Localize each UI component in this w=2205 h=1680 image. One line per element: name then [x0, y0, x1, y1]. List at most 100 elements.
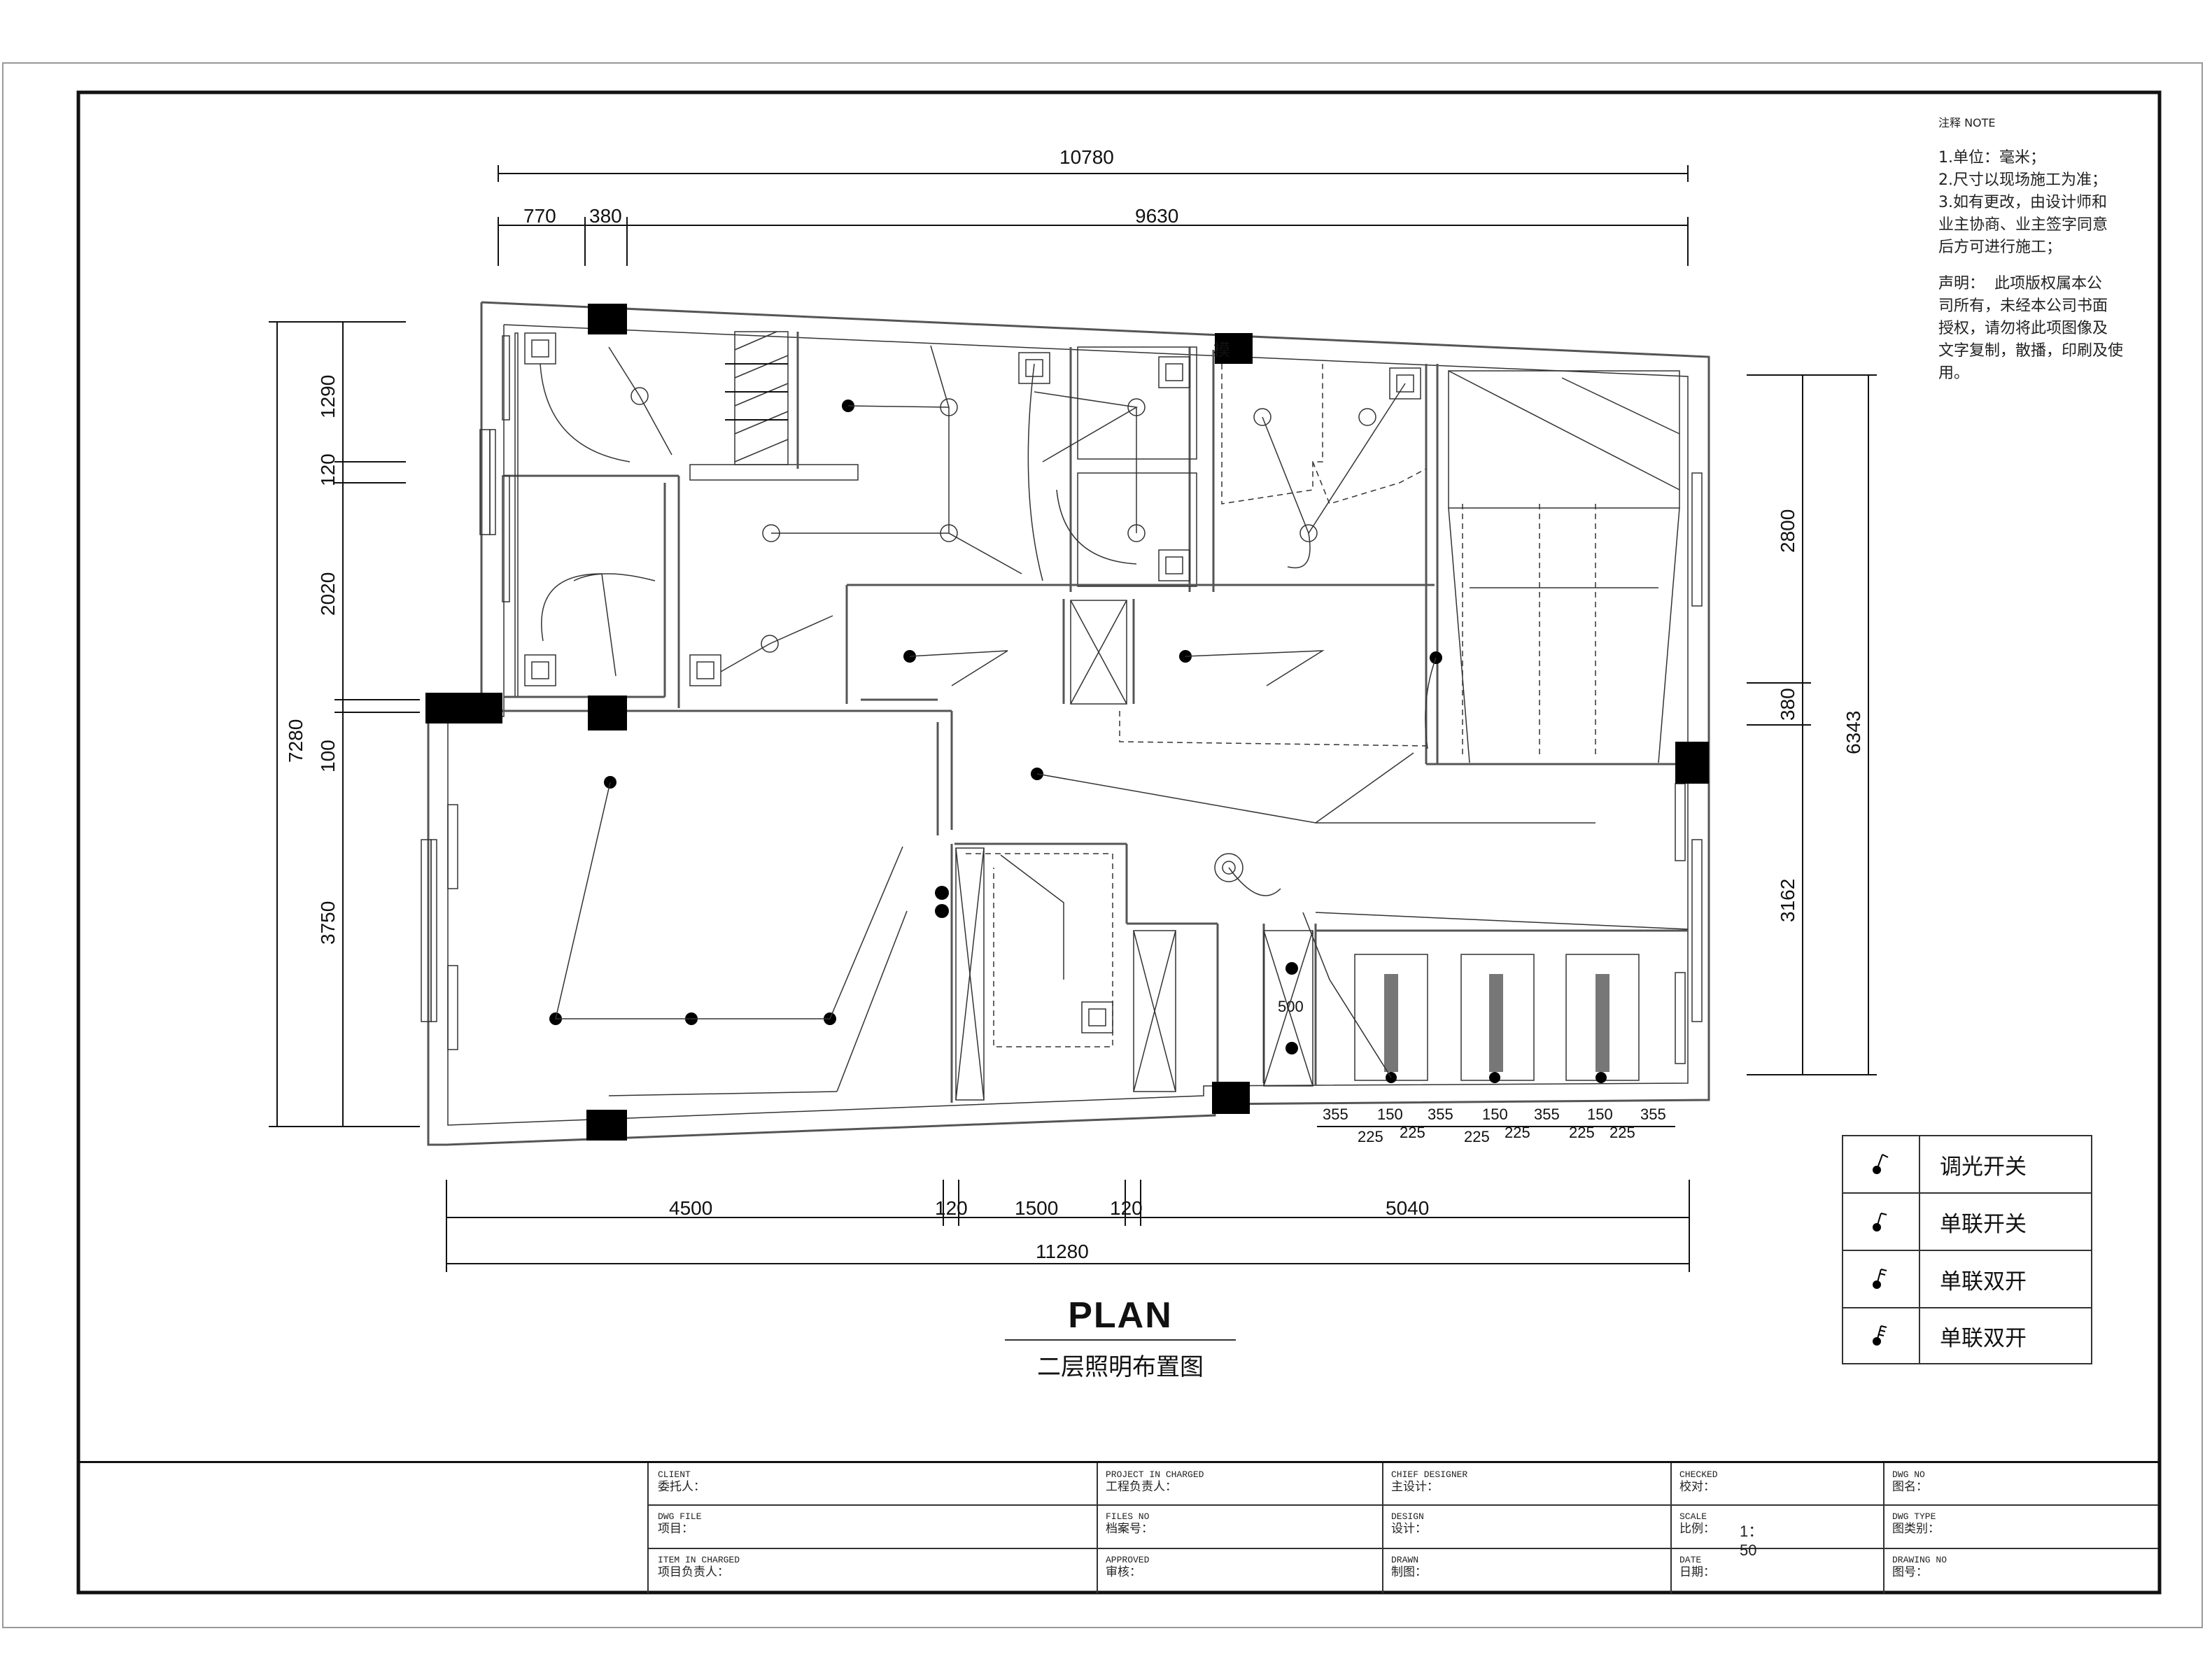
- tb-dwg-no-en: DWG NO: [1892, 1469, 1925, 1480]
- left-dimension-lines: [269, 321, 420, 1127]
- dim-bottom-1500: 1500: [1015, 1197, 1058, 1219]
- structural-columns: [425, 304, 1709, 1141]
- dim-left-120: 120: [317, 453, 339, 486]
- tb-client-zh: 委托人：: [658, 1480, 705, 1494]
- legend-label: 单联开关: [1940, 1211, 2027, 1237]
- dashed-ceiling-outlines: [966, 364, 1596, 1047]
- title-block-grid: [647, 1463, 2158, 1593]
- tb-project-charge-zh: 工程负责人：: [1106, 1480, 1177, 1494]
- tb-client-en: CLIENT: [658, 1469, 691, 1480]
- staircase-right: [1448, 370, 1680, 763]
- double-switch-icon-2: [1843, 1308, 1920, 1363]
- downlights: [630, 387, 1376, 882]
- tb-checked-zh: 校对：: [1679, 1480, 1715, 1494]
- right-dimension-lines: [1747, 374, 1877, 1075]
- dim-detail-355c: 355: [1534, 1106, 1560, 1123]
- dim-bottom-5040: 5040: [1386, 1197, 1429, 1219]
- tb-scale-zh: 比例：: [1679, 1522, 1715, 1536]
- tb-drawn-zh: 制图：: [1391, 1565, 1427, 1579]
- double-switch-icon: [1843, 1251, 1920, 1307]
- wiring-lines: [540, 345, 1689, 1096]
- tb-dwg-file-zh: 项目：: [658, 1522, 693, 1536]
- tb-approved-zh: 审核：: [1106, 1565, 1141, 1579]
- legend-label: 单联双开: [1940, 1325, 2027, 1351]
- tb-dwg-no-zh: 图名：: [1892, 1480, 1928, 1494]
- dim-detail-225c: 225: [1464, 1128, 1490, 1145]
- tb-dwg-file-en: DWG FILE: [658, 1511, 702, 1522]
- tb-dwg-type-zh: 图类别：: [1892, 1522, 1940, 1536]
- dim-top-9630: 9630: [1135, 205, 1178, 227]
- tb-drawing-no-zh: 图号：: [1892, 1565, 1928, 1579]
- tb-chief-designer-zh: 主设计：: [1391, 1480, 1439, 1494]
- tb-files-no-en: FILES NO: [1106, 1511, 1150, 1522]
- dim-top-total: 10780: [1059, 146, 1114, 168]
- dim-detail-225f: 225: [1609, 1124, 1635, 1141]
- tb-approved-en: APPROVED: [1106, 1555, 1150, 1565]
- tb-design-en: DESIGN: [1391, 1511, 1424, 1522]
- dim-bottom-total: 11280: [1036, 1241, 1089, 1262]
- cabinet-crosshatch: [955, 600, 1313, 1101]
- tb-drawn-en: DRAWN: [1391, 1555, 1419, 1565]
- dim-detail-355b: 355: [1428, 1106, 1453, 1123]
- tb-chief-designer-en: CHIEF DESIGNER: [1391, 1469, 1468, 1480]
- square-ceiling-lights: [524, 332, 1421, 1033]
- tb-files-no-zh: 档案号：: [1106, 1522, 1153, 1536]
- tb-checked-en: CHECKED: [1679, 1469, 1718, 1480]
- dim-detail-150c: 150: [1587, 1106, 1613, 1123]
- outer-sheet-border: [2, 62, 2203, 1628]
- dim-detail-225e: 225: [1569, 1124, 1595, 1141]
- notes-panel: 注释 NOTE 1.单位：毫米； 2.尺寸以现场施工为准； 3.如有更改，由设计…: [1938, 112, 2162, 385]
- dim-bottom-4500: 4500: [669, 1197, 712, 1219]
- dim-detail-225a: 225: [1358, 1128, 1383, 1145]
- legend-row: 单联开关: [1843, 1194, 2091, 1251]
- single-switch-icon: [1843, 1194, 1920, 1250]
- plan-title: PLAN: [1068, 1295, 1173, 1336]
- legend-row: 单联双开: [1843, 1308, 2091, 1363]
- copyright-declaration: 声明： 此项版权属本公 司所有，未经本公司书面 授权，请勿将此项图像及 文字复制…: [1938, 275, 2124, 382]
- dim-left-2020: 2020: [317, 572, 339, 616]
- drawing-frame: [76, 90, 2162, 1595]
- tb-scale-en: SCALE: [1679, 1511, 1707, 1522]
- drawing-caption: PLAN 二层照明布置图: [1005, 1294, 1236, 1382]
- dim-right-3162: 3162: [1777, 879, 1798, 922]
- dim-bottom-120b: 120: [1110, 1197, 1143, 1219]
- dim-bottom-120a: 120: [935, 1197, 968, 1219]
- tb-dwg-type-en: DWG TYPE: [1892, 1511, 1936, 1522]
- dim-top-770: 770: [523, 205, 556, 227]
- dim-right-2800: 2800: [1777, 509, 1798, 553]
- tb-date-zh: 日期：: [1679, 1565, 1715, 1579]
- dimmer-switch-icon: [1843, 1136, 1920, 1192]
- legend-row: 单联双开: [1843, 1251, 2091, 1308]
- tb-scale-value: 1：50: [1740, 1523, 1764, 1559]
- tb-design-zh: 设计：: [1391, 1522, 1427, 1536]
- dim-detail-355d: 355: [1640, 1106, 1666, 1123]
- dim-right-380: 380: [1777, 688, 1798, 721]
- dim-detail-225b: 225: [1400, 1124, 1425, 1141]
- watermark-text: 模: [1213, 341, 1230, 360]
- tb-drawing-no-en: DRAWING NO: [1892, 1555, 1947, 1565]
- bottom-dimension-lines: [446, 1126, 1690, 1272]
- dim-left-total: 7280: [285, 719, 307, 763]
- note-item-3: 3.如有更改，由设计师和 业主协商、业主签字同意 后方可进行施工；: [1938, 194, 2108, 256]
- stair-hatch: [725, 331, 789, 465]
- tb-item-charge-en: ITEM IN CHARGED: [658, 1555, 740, 1565]
- switch-legend: 调光开关 单联开关 单联双开 单联双开: [1842, 1135, 2092, 1364]
- wardrobe-units: [1354, 954, 1640, 1081]
- legend-label: 调光开关: [1940, 1154, 2027, 1180]
- dim-detail-150b: 150: [1482, 1106, 1508, 1123]
- dim-top-380: 380: [589, 205, 622, 227]
- note-item-1: 1.单位：毫米；: [1938, 149, 2045, 167]
- note-item-2: 2.尺寸以现场施工为准；: [1938, 171, 2107, 189]
